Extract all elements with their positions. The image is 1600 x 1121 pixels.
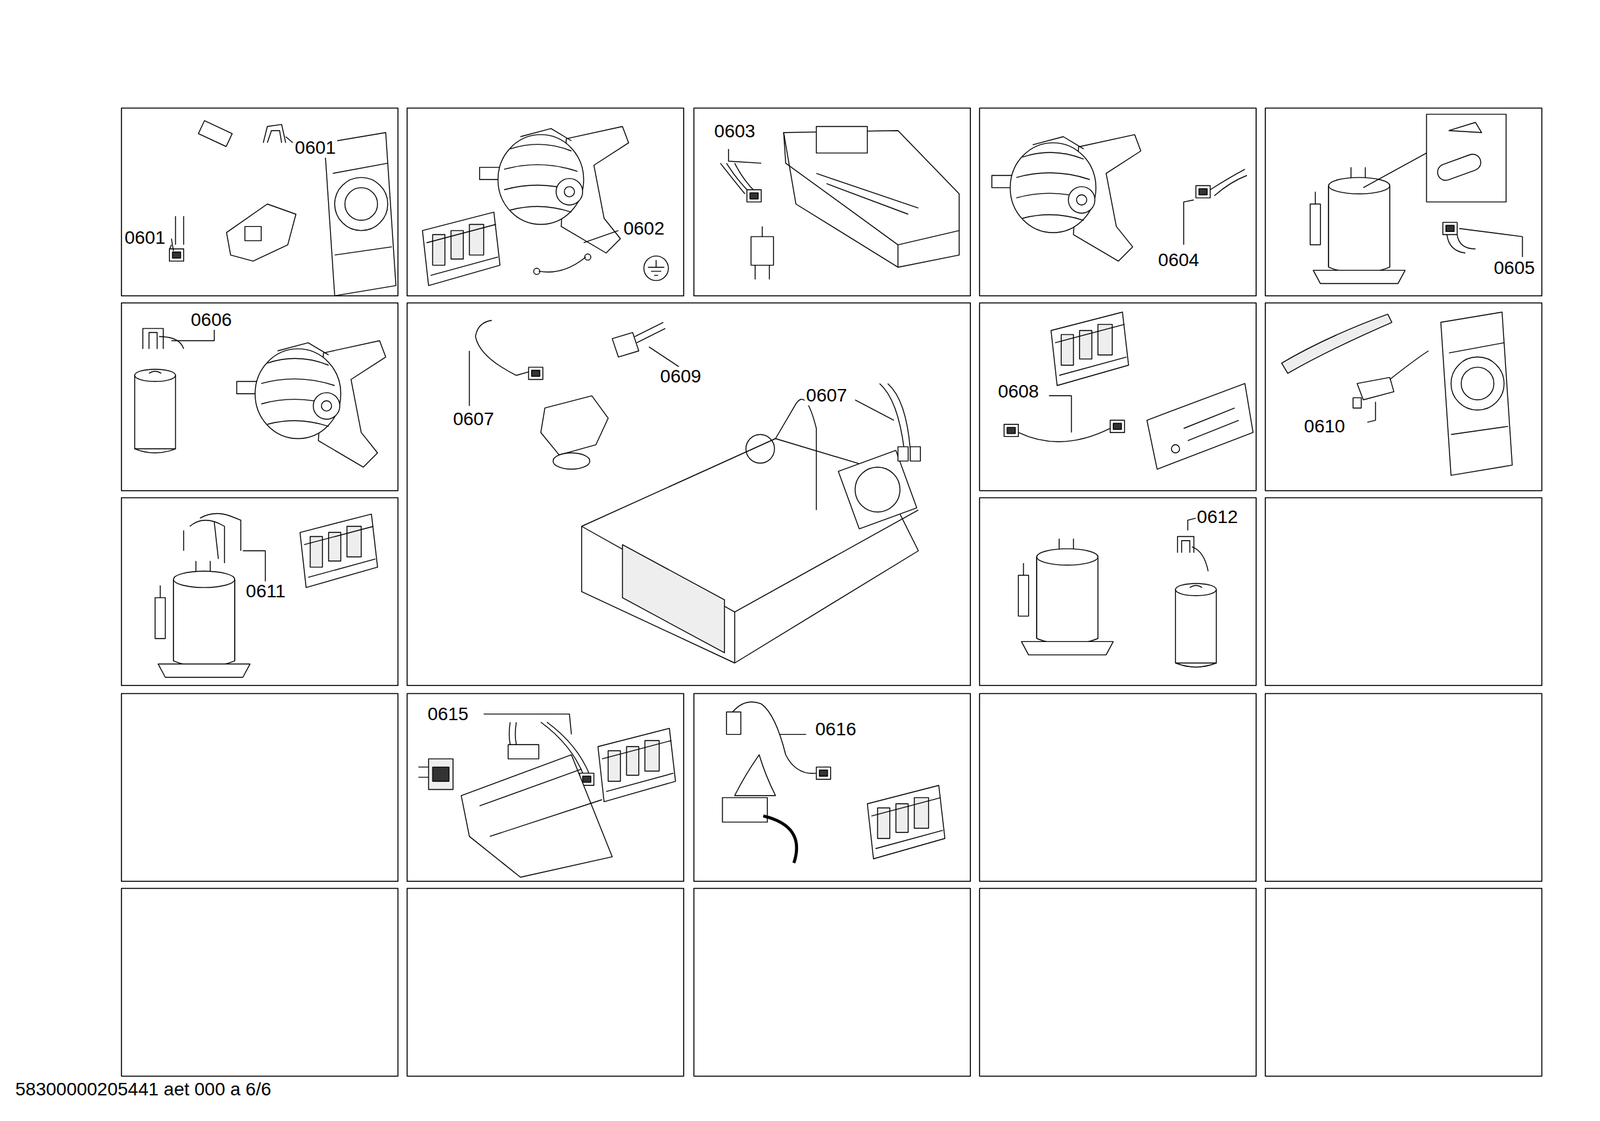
callout-number: 0607 xyxy=(451,409,495,430)
callout-number: 0602 xyxy=(621,218,666,239)
callout-number: 0605 xyxy=(1492,258,1537,279)
callout-number: 0611 xyxy=(244,581,287,602)
callout-number: 0609 xyxy=(658,366,703,387)
callout-number: 0607 xyxy=(804,385,848,406)
callout-number: 0604 xyxy=(1156,250,1201,271)
callout-number: 0601 xyxy=(122,228,167,248)
document-id: 58300000205441 aet 000 a 6/6 xyxy=(13,1080,273,1100)
callout-number: 0606 xyxy=(189,310,233,330)
callout-number: 0615 xyxy=(425,704,470,725)
callout-number: 0610 xyxy=(1302,416,1347,437)
callout-number: 0603 xyxy=(713,121,757,142)
callout-number: 0608 xyxy=(996,381,1040,402)
callout-number: 0612 xyxy=(1195,507,1240,528)
callout-number: 0601 xyxy=(293,138,338,158)
callout-number: 0616 xyxy=(813,719,858,740)
